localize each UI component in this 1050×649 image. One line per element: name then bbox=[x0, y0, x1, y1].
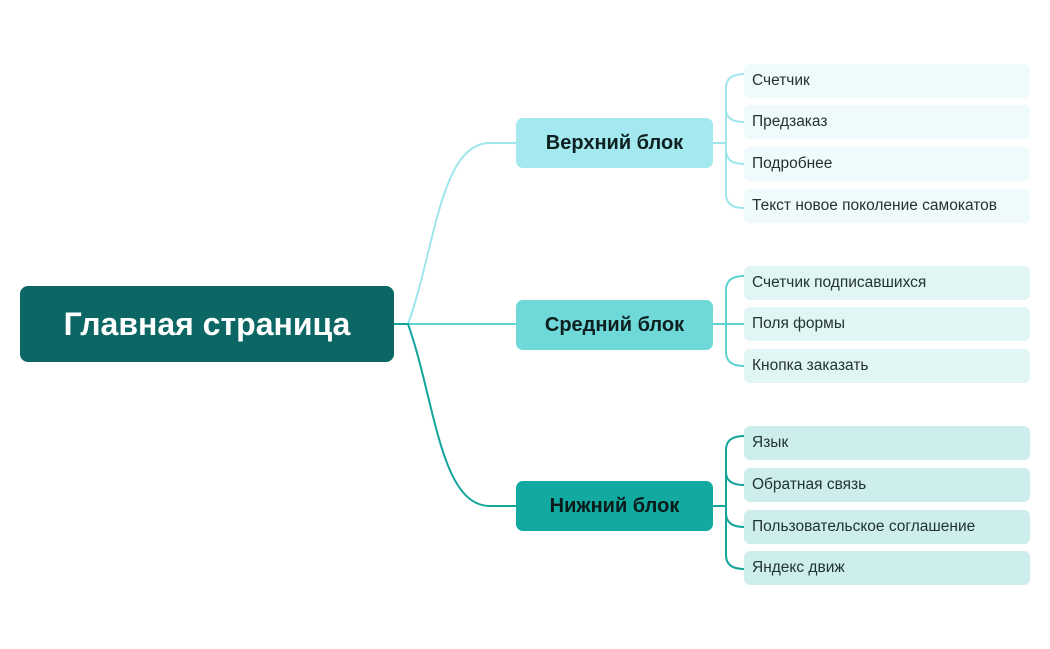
leaf-label: Текст новое поколение самокатов bbox=[752, 197, 998, 214]
root-label: Главная страница bbox=[63, 305, 351, 342]
branch-label: Верхний блок bbox=[545, 131, 684, 154]
leaf-node[interactable]: Поля формы bbox=[744, 307, 1030, 341]
leaf-node[interactable]: Обратная связь bbox=[744, 468, 1030, 502]
leaf-label: Поля формы bbox=[752, 315, 845, 332]
leaf-node[interactable]: Яндекс движ bbox=[744, 551, 1030, 585]
link-root-branch-3 bbox=[394, 323, 516, 507]
leaf-node[interactable]: Текст новое поколение самокатов bbox=[744, 189, 1030, 223]
branch-label: Средний блок bbox=[544, 313, 685, 336]
leaf-label: Предзаказ bbox=[752, 113, 828, 130]
leaf-node[interactable]: Предзаказ bbox=[744, 105, 1030, 139]
leaf-node[interactable]: Подробнее bbox=[744, 147, 1030, 181]
link-root-branch-1 bbox=[394, 142, 516, 325]
branch-node-middle-block[interactable]: Средний блок bbox=[516, 300, 713, 350]
link-branch-3-leaf-3 bbox=[725, 512, 745, 528]
leaf-label: Яндекс движ bbox=[752, 559, 845, 576]
leaf-label: Подробнее bbox=[752, 155, 833, 172]
leaf-node[interactable]: Счетчик bbox=[744, 64, 1030, 98]
leaf-label: Обратная связь bbox=[752, 476, 867, 493]
branch-label: Нижний блок bbox=[549, 494, 680, 517]
link-branch-2-bracket bbox=[725, 275, 745, 367]
leaf-label: Пользовательское соглашение bbox=[752, 518, 976, 535]
branch-node-top-block[interactable]: Верхний блок bbox=[516, 118, 713, 168]
leaf-label: Счетчик подписавшихся bbox=[752, 274, 927, 291]
link-branch-1-leaf-2 bbox=[725, 108, 745, 123]
leaf-label: Язык bbox=[752, 434, 789, 451]
branch-node-bottom-block[interactable]: Нижний блок bbox=[516, 481, 713, 531]
leaf-node[interactable]: Счетчик подписавшихся bbox=[744, 266, 1030, 300]
root-node[interactable]: Главная страница bbox=[20, 286, 394, 362]
leaf-node[interactable]: Язык bbox=[744, 426, 1030, 460]
link-branch-1-leaf-3 bbox=[725, 149, 745, 165]
link-branch-3-bracket bbox=[725, 435, 745, 570]
link-branch-1-bracket bbox=[725, 73, 745, 209]
leaf-node[interactable]: Кнопка заказать bbox=[744, 349, 1030, 383]
leaf-label: Кнопка заказать bbox=[752, 357, 869, 374]
link-branch-3-leaf-2 bbox=[725, 471, 745, 486]
leaf-node[interactable]: Пользовательское соглашение bbox=[744, 510, 1030, 544]
leaf-label: Счетчик bbox=[752, 72, 810, 89]
